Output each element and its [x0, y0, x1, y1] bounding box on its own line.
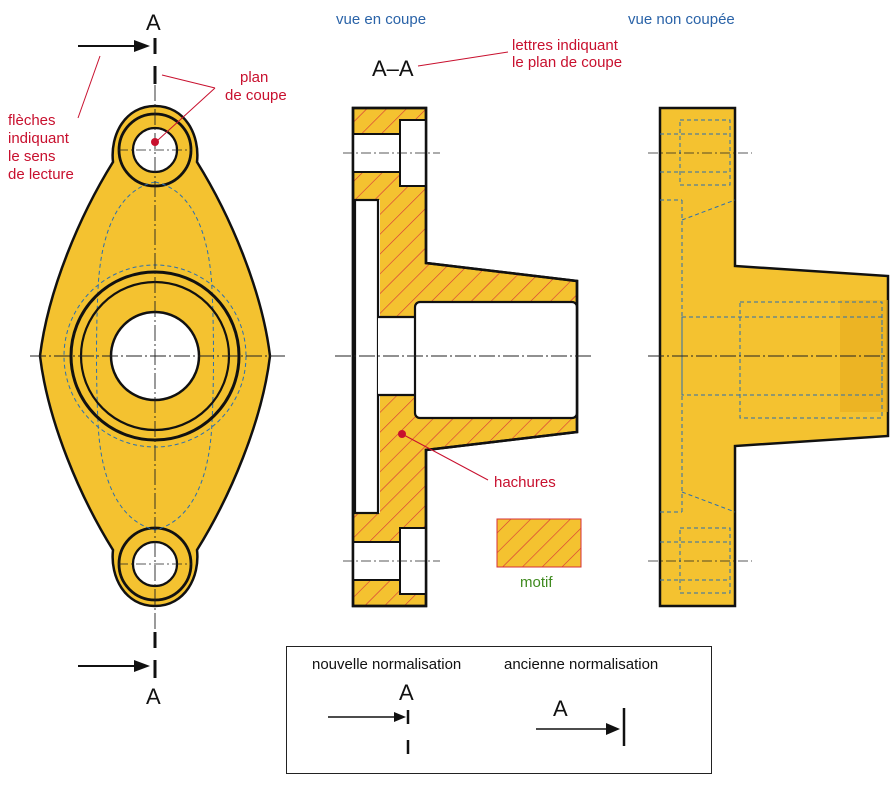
- letters-note-line2: le plan de coupe: [512, 54, 623, 71]
- arrow-right-icon: [78, 40, 150, 672]
- arrows-note-line2: indiquant: [8, 130, 69, 147]
- legend-old-mark: [536, 708, 626, 746]
- section-letter-bottom: A: [146, 684, 161, 709]
- arrows-note-line1: flèches: [8, 112, 56, 129]
- section-view-caption: vue en coupe: [336, 11, 427, 28]
- letters-note-line1: lettres indiquant: [512, 37, 618, 54]
- section-view: [335, 106, 592, 608]
- annotation-dot-icon: [151, 138, 159, 146]
- unsectioned-view-caption: vue non coupée: [628, 11, 735, 28]
- arrows-note-line4: de lecture: [8, 166, 74, 183]
- unsectioned-solid: [658, 106, 890, 608]
- cutting-plane-leader-1: [157, 87, 216, 141]
- unsectioned-view: [648, 106, 890, 608]
- section-name: A–A: [372, 56, 414, 81]
- arrows-note-leader: [77, 55, 101, 119]
- pattern-label: motif: [520, 574, 553, 591]
- cutting-plane-leader-2: [161, 74, 216, 89]
- hatching-label: hachures: [494, 474, 556, 491]
- standards-legend: [286, 646, 712, 774]
- cutting-plane-line1: plan: [240, 69, 269, 86]
- hatching-leader: [401, 433, 489, 481]
- section-letter-top: A: [146, 10, 161, 35]
- counterbore: [413, 300, 579, 420]
- pattern-sample: [496, 518, 582, 568]
- legend-new-standard: nouvelle normalisation: [312, 656, 462, 673]
- hidden-lines: [660, 119, 883, 594]
- legend-new-mark: [328, 710, 410, 754]
- legend-old-letter: A: [553, 696, 568, 721]
- legend-new-letter: A: [399, 680, 414, 705]
- cutting-plane-line2: de coupe: [225, 87, 287, 104]
- recess: [353, 198, 380, 515]
- front-view: [30, 85, 285, 630]
- legend-old-standard: ancienne normalisation: [504, 656, 659, 673]
- letters-note-leader: [417, 51, 509, 67]
- arrows-note-line3: le sens: [8, 148, 56, 165]
